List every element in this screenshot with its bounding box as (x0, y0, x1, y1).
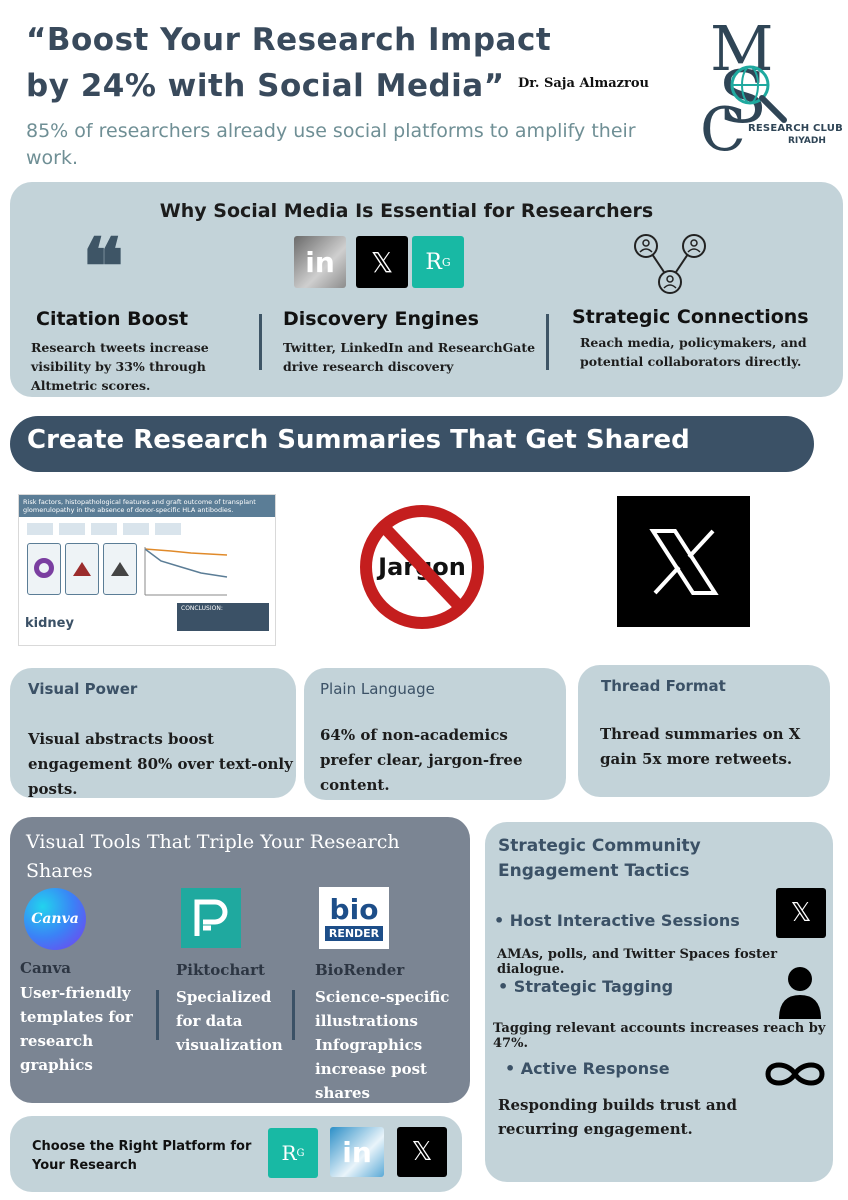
biorender-description: Science-specific illustrations Infograph… (315, 988, 450, 1102)
abstract-flow (19, 517, 275, 541)
biorender-name: BioRender (315, 961, 405, 979)
x-icon: 𝕏 (356, 236, 408, 288)
tactic-strategic-tagging-text: Tagging relevant accounts increases reac… (493, 1021, 826, 1051)
abstract-conclusion: CONCLUSION: (177, 603, 269, 631)
infinity-icon (765, 1062, 825, 1086)
thread-format-card (578, 665, 830, 797)
citation-boost-text: Research tweets increase visibility by 3… (31, 340, 209, 393)
biorender-logo-top: bio (329, 892, 379, 926)
strategic-connections-text: Reach media, policymakers, and potential… (580, 335, 807, 369)
no-jargon-icon: Jargon (360, 505, 484, 629)
canva-name: Canva (20, 959, 71, 977)
subtitle: 85% of researchers already use social pl… (26, 120, 636, 169)
choose-platform-text: Choose the Right Platform for Your Resea… (32, 1139, 252, 1173)
rg-sup: G (296, 1147, 305, 1159)
why-panel (10, 182, 843, 397)
linkedin-icon: in (294, 236, 346, 288)
canva-logo: Canva (24, 888, 86, 950)
visual-tools-title: Visual Tools That Triple Your Research S… (26, 831, 400, 882)
piktochart-description: Specialized for data visualization (176, 988, 283, 1054)
piktochart-name: Piktochart (176, 961, 265, 979)
biorender-logo: bio RENDER (319, 887, 389, 949)
thread-format-title: Thread Format (601, 677, 726, 695)
discovery-engines-title: Discovery Engines (283, 308, 479, 330)
abstract-panel (65, 543, 99, 595)
abstract-survival-chart (144, 547, 228, 596)
x-icon: 𝕏 (397, 1127, 447, 1177)
summaries-banner (10, 416, 814, 472)
tactic-host-sessions: • Host Interactive Sessions (494, 911, 740, 930)
column-divider (546, 314, 549, 370)
citation-boost-title: Citation Boost (36, 308, 189, 330)
logo-text-club: RESEARCH CLUB (748, 123, 843, 134)
discovery-engines-text: Twitter, LinkedIn and ResearchGate drive… (283, 340, 536, 374)
abstract-title: Risk factors, histopathological features… (19, 495, 275, 517)
research-club-logo: M S C (700, 12, 787, 155)
tactic-active-response-text: Responding builds trust and recurring en… (498, 1096, 738, 1138)
visual-power-title: Visual Power (28, 680, 138, 698)
plain-language-text: 64% of non-academics prefer clear, jargo… (320, 726, 523, 794)
rg-letter: R (281, 1141, 297, 1165)
title-line-1: “Boost Your Research Impact (26, 22, 552, 58)
visual-abstract-image: Risk factors, histopathological features… (18, 494, 276, 646)
author-name: Dr. Saja Almazrou (518, 76, 650, 91)
thread-format-text: Thread summaries on X gain 5x more retwe… (600, 725, 801, 768)
plain-language-card (304, 668, 566, 800)
title-line-2: by 24% with Social Media” (26, 68, 505, 104)
why-title: Why Social Media Is Essential for Resear… (159, 200, 654, 222)
quote-icon: ❝ (82, 222, 124, 313)
network-icon (634, 234, 706, 294)
piktochart-logo (181, 888, 241, 948)
plain-language-title: Plain Language (320, 680, 435, 698)
x-large-icon (617, 496, 750, 627)
community-panel (485, 822, 833, 1182)
x-icon: 𝕏 (776, 888, 826, 938)
tactic-active-response: • Active Response (505, 1059, 670, 1078)
tactic-host-sessions-text: AMAs, polls, and Twitter Spaces foster d… (497, 947, 778, 977)
abstract-brand: kidney (25, 616, 74, 631)
tool-divider (156, 990, 159, 1040)
visual-power-card (10, 668, 296, 798)
visual-tools-panel (10, 817, 470, 1103)
person-icon (779, 967, 821, 1019)
logo-text-city: RIYADH (788, 136, 826, 146)
visual-power-text: Visual abstracts boost engagement 80% ov… (28, 730, 293, 798)
tool-divider (292, 990, 295, 1040)
svg-text:C: C (700, 95, 746, 155)
community-title: Strategic Community Engagement Tactics (498, 836, 701, 881)
choose-platform-panel (10, 1116, 462, 1192)
canva-description: User-friendly templates for research gra… (20, 984, 133, 1074)
abstract-panel (27, 543, 61, 595)
biorender-logo-bottom: RENDER (324, 925, 384, 941)
banner-title: Create Research Summaries That Get Share… (27, 425, 690, 455)
abstract-panel (103, 543, 137, 595)
linkedin-icon: in (330, 1127, 384, 1177)
column-divider (259, 314, 262, 370)
tactic-strategic-tagging: • Strategic Tagging (498, 977, 674, 996)
strategic-connections-title: Strategic Connections (572, 306, 809, 328)
